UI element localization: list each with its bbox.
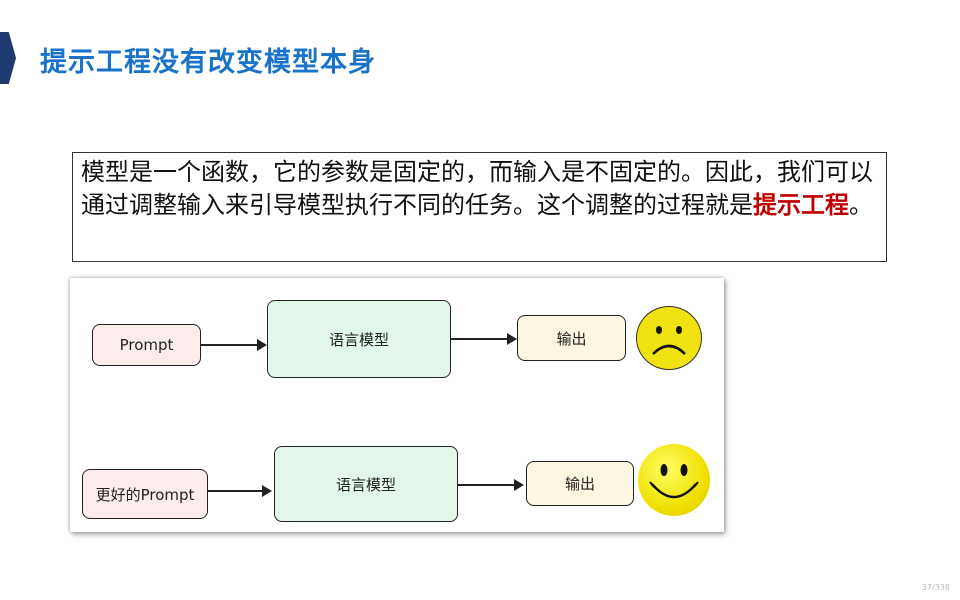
explanation-text: 模型是一个函数，它的参数是固定的，而输入是不固定的。因此，我们可以通过调整输入来… bbox=[81, 158, 873, 219]
model-label: 语言模型 bbox=[335, 475, 396, 494]
prompt-label: Prompt bbox=[119, 336, 174, 354]
output-label: 输出 bbox=[556, 329, 587, 348]
happy-face-icon bbox=[638, 444, 710, 516]
page-number: 37/338 bbox=[921, 583, 950, 592]
output-box: 输出 bbox=[517, 315, 626, 361]
output-label: 输出 bbox=[564, 475, 595, 493]
arrow bbox=[201, 339, 267, 351]
better-prompt-box: 更好的Prompt bbox=[82, 469, 208, 519]
arrow bbox=[208, 485, 272, 497]
model-label: 语言模型 bbox=[328, 330, 389, 349]
sad-face-icon bbox=[636, 306, 702, 370]
prompt-box: Prompt bbox=[92, 324, 201, 366]
explanation-text-box: 模型是一个函数，它的参数是固定的，而输入是不固定的。因此，我们可以通过调整输入来… bbox=[72, 152, 887, 262]
language-model-box: 语言模型 bbox=[267, 300, 451, 378]
arrow bbox=[451, 333, 517, 345]
page-title: 提示工程没有改变模型本身 bbox=[40, 47, 376, 78]
explanation-text-end: 。 bbox=[849, 191, 873, 219]
title-accent-bar bbox=[0, 32, 16, 84]
output-box: 输出 bbox=[526, 461, 634, 506]
prompt-diagram: Prompt 语言模型 输出 更好的Prompt 语言模型 输出 bbox=[70, 278, 724, 532]
arrow bbox=[458, 479, 524, 491]
highlight-term: 提示工程 bbox=[753, 191, 849, 219]
language-model-box: 语言模型 bbox=[274, 446, 458, 522]
better-prompt-label: 更好的Prompt bbox=[95, 485, 195, 504]
